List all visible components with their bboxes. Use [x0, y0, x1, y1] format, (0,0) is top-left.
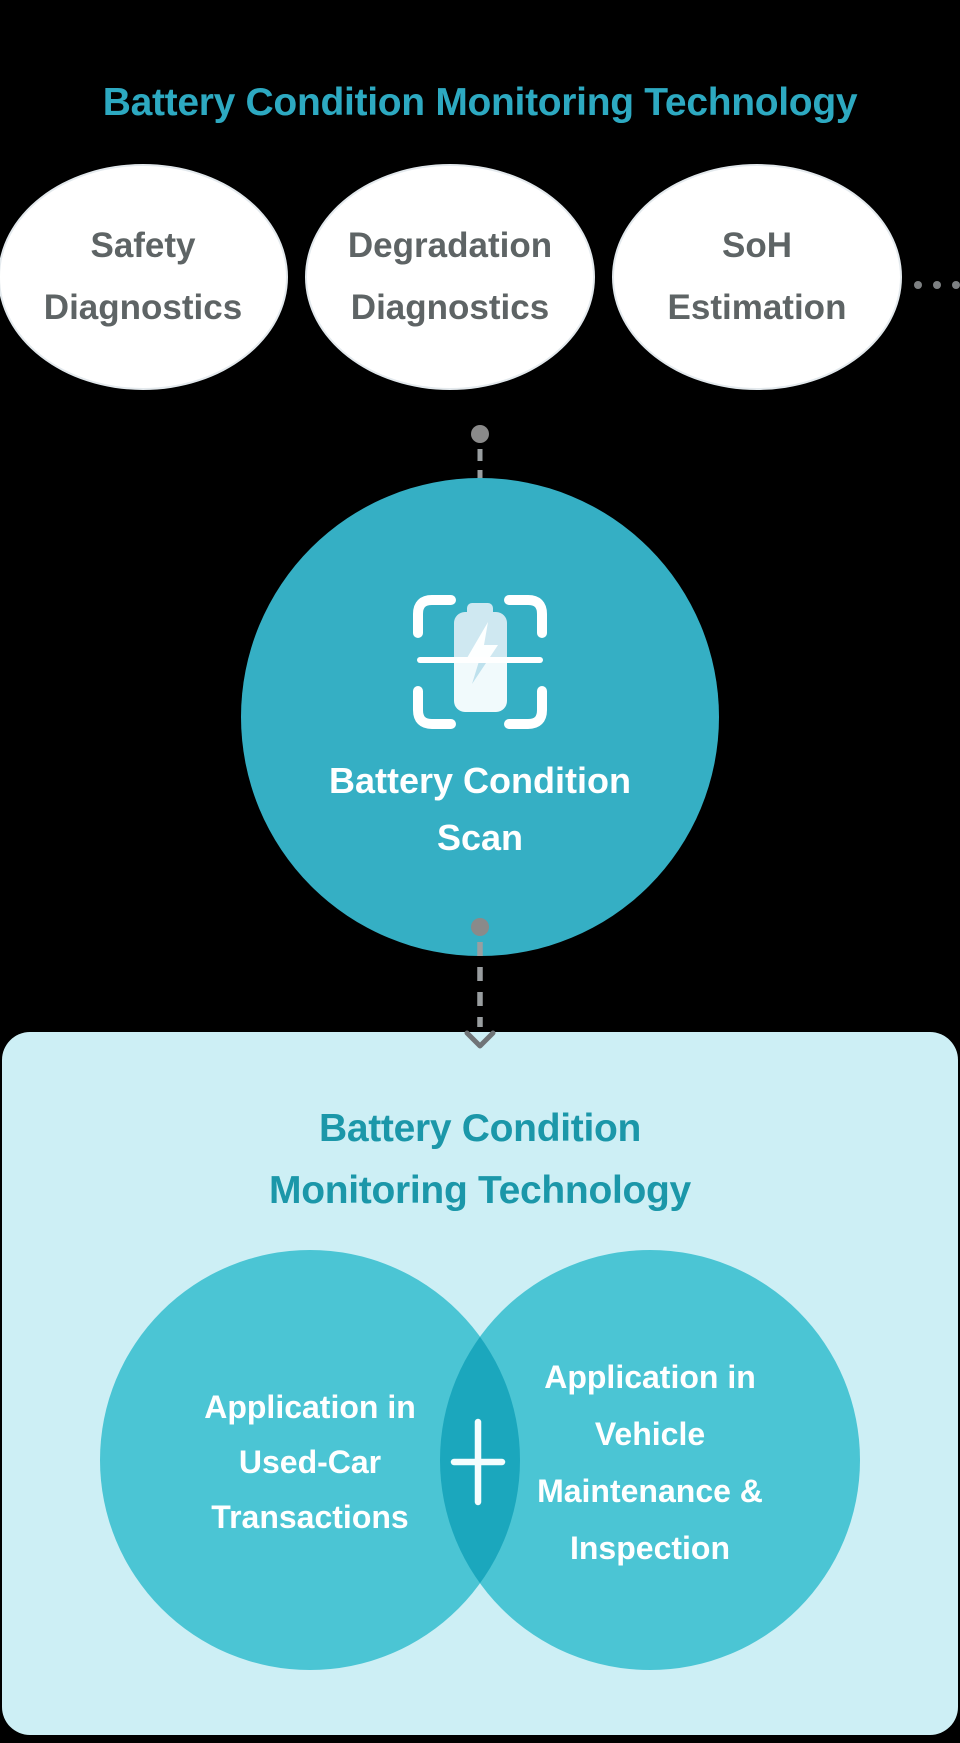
bubble-safety-diagnostics: Safety Diagnostics [0, 164, 288, 390]
venn-label-line: Application in [204, 1389, 416, 1425]
venn-label-line: Vehicle [594, 1416, 706, 1452]
venn-label-line: Maintenance & [537, 1473, 763, 1509]
panel-title-line: Monitoring Technology [269, 1169, 691, 1212]
lightning-bolt-icon [467, 622, 498, 684]
bubble-degradation-diagnostics: Degradation Diagnostics [305, 164, 595, 390]
venn-left-label: Application in Used-Car Transactions [150, 1380, 470, 1545]
bubble-soh-estimation: SoH Estimation [612, 164, 902, 390]
battery-scan-icon [413, 595, 547, 729]
venn-right-circle [440, 1250, 860, 1670]
panel-title: Battery Condition Monitoring Technology [2, 1098, 958, 1222]
panel-title-line: Battery Condition [318, 1107, 642, 1150]
scan-node-label: Battery Condition Scan [241, 752, 719, 866]
venn-right-label: Application in Vehicle Maintenance & Ins… [490, 1349, 810, 1577]
ellipsis-dot [952, 281, 960, 289]
venn-label-line: Transactions [211, 1499, 409, 1535]
battery-condition-scan-node [241, 478, 719, 956]
connector-dot-icon [471, 425, 489, 443]
arrowhead-chevron-icon [464, 1030, 496, 1049]
monitoring-technology-panel: Battery Condition Monitoring Technology … [2, 1032, 958, 1735]
ellipsis-dot [914, 281, 922, 289]
scan-label-line: Scan [436, 817, 524, 858]
venn-label-line: Application in [544, 1359, 756, 1395]
venn-label-line: Inspection [569, 1530, 730, 1566]
venn-label-line: Used-Car [238, 1444, 382, 1480]
ellipsis-dots-icon [914, 281, 960, 289]
plus-icon [450, 1418, 506, 1506]
bubble-label-line: Diagnostics [43, 288, 243, 327]
venn-left-circle [100, 1250, 520, 1670]
dashed-connector-top [471, 425, 489, 481]
dashed-arrow-down [464, 918, 496, 1049]
scan-label-line: Battery Condition [329, 760, 631, 801]
venn-diagram [100, 1250, 860, 1670]
page-title: Battery Condition Monitoring Technology [102, 81, 858, 124]
ellipsis-dot [933, 281, 941, 289]
bubble-label-line: Degradation [347, 226, 553, 265]
bubble-label-line: Safety [90, 226, 196, 265]
bubble-label-line: Estimation [667, 288, 847, 327]
bubble-label-line: SoH [722, 226, 792, 265]
scan-frame-brackets [413, 595, 547, 729]
bubble-label-line: Diagnostics [350, 288, 550, 327]
connector-dot-icon [471, 918, 489, 936]
